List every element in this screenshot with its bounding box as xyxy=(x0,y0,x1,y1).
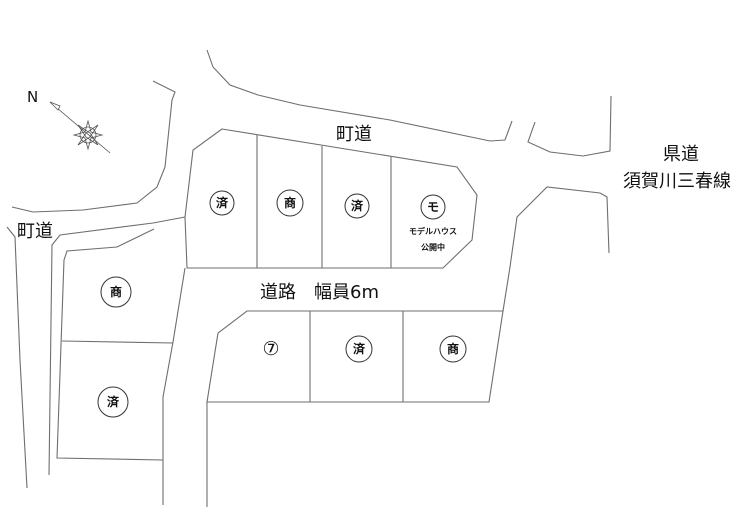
left-block-outline xyxy=(56,259,164,461)
lot-mark: モ xyxy=(427,200,439,214)
road-edge xyxy=(527,95,612,157)
lot-1[interactable]: 済 xyxy=(209,190,235,216)
lot-5[interactable]: 商 xyxy=(100,276,132,308)
lot-mark: 済 xyxy=(351,198,364,213)
lot-mark: 商 xyxy=(447,341,459,356)
road-edge xyxy=(48,216,186,476)
lower-block-outline xyxy=(206,310,504,403)
compass-rose-icon xyxy=(49,101,111,154)
lot-4-model-house[interactable]: モ モデルハウス 公開中 xyxy=(409,194,457,252)
upper-block-outline xyxy=(184,128,478,269)
lot-7[interactable]: ⑦ xyxy=(262,338,279,360)
road-edge xyxy=(206,49,513,142)
town-road-top-label: 町道 xyxy=(336,124,372,145)
road-edge xyxy=(502,186,610,312)
lot-mark: 済 xyxy=(353,341,366,356)
model-house-note: モデルハウス xyxy=(409,226,457,236)
town-road-left-label: 町道 xyxy=(17,221,53,242)
prefectural-road-label: 県道 xyxy=(663,144,699,165)
lot-3[interactable]: 済 xyxy=(344,193,370,219)
lot-mark: 商 xyxy=(284,195,296,210)
lot-mark: 済 xyxy=(107,394,120,409)
road-edge xyxy=(162,267,186,505)
road-edge xyxy=(63,228,155,261)
lot-mark: 商 xyxy=(110,284,122,299)
lot-2[interactable]: 商 xyxy=(276,189,304,217)
lot-mark: 済 xyxy=(216,195,229,210)
road-edge xyxy=(11,80,176,213)
road-edge xyxy=(6,226,28,489)
lot-mark: ⑦ xyxy=(262,338,279,360)
open-house-note: 公開中 xyxy=(421,242,445,252)
lot-8[interactable]: 済 xyxy=(345,335,373,363)
lot-6[interactable]: 済 xyxy=(97,386,129,418)
lot-9[interactable]: 商 xyxy=(439,335,467,363)
prefectural-road-name: 須賀川三春線 xyxy=(623,171,731,192)
lot-divider xyxy=(61,340,174,344)
north-label: N xyxy=(27,88,38,106)
inner-road-label: 道路 幅員6m xyxy=(260,282,379,303)
